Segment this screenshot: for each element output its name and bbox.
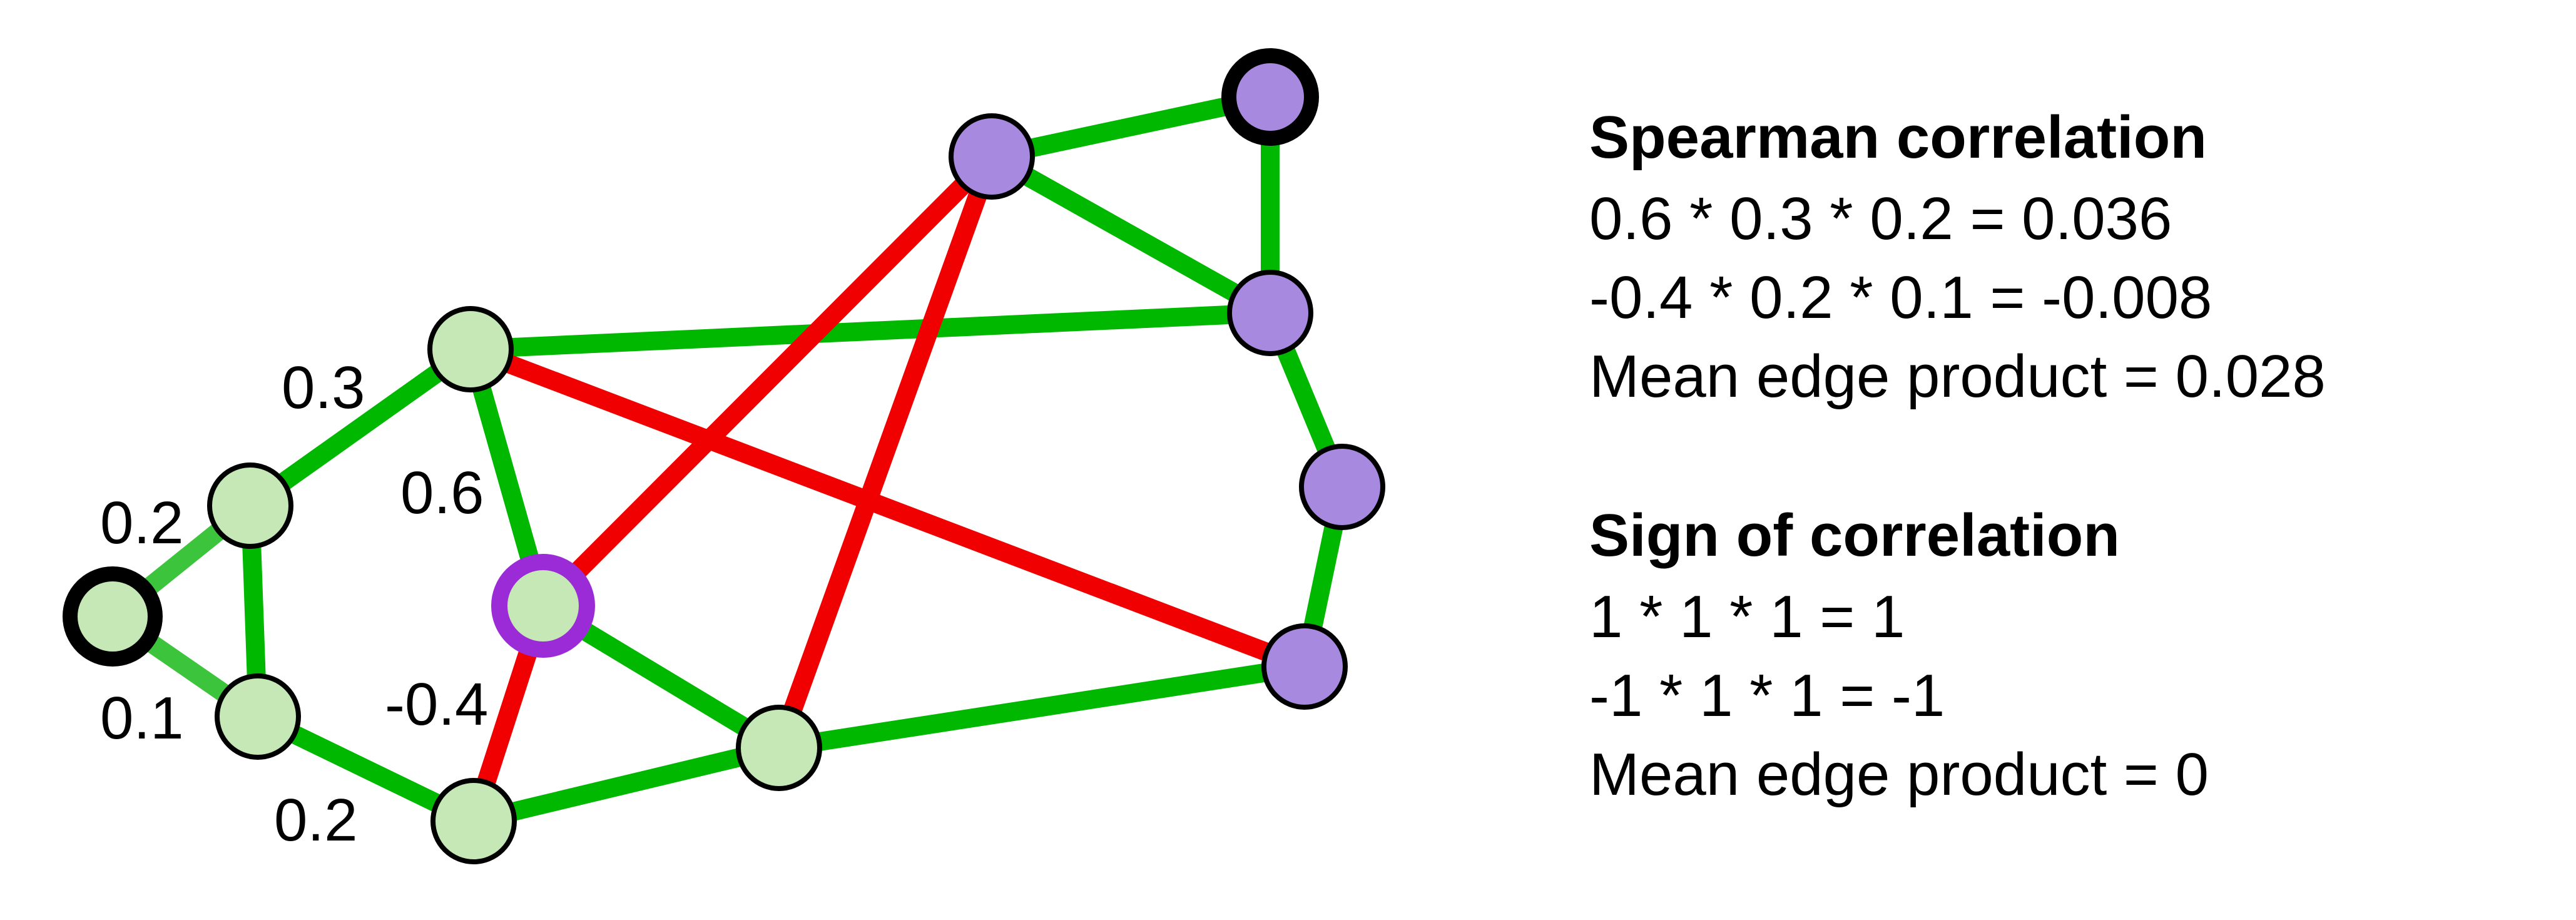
endpoint-node-green	[63, 566, 163, 667]
spearman-title: Spearman correlation	[1589, 104, 2207, 171]
spearman-line: -0.4 * 0.2 * 0.1 = -0.008	[1589, 264, 2212, 331]
edge-label: -0.4	[385, 671, 488, 738]
edge-label: 0.2	[274, 787, 357, 854]
source-node	[491, 554, 595, 658]
positive-edge	[777, 657, 1306, 757]
sign-mean-line: Mean edge product = 0	[1589, 741, 2209, 808]
green-node	[207, 463, 293, 549]
green-node	[736, 705, 822, 791]
spearman-line: 0.6 * 0.3 * 0.2 = 0.036	[1589, 185, 2172, 252]
sign-line: 1 * 1 * 1 = 1	[1589, 583, 1905, 650]
sign-title: Sign of correlation	[1589, 502, 2120, 569]
edge-label: 0.2	[100, 489, 183, 556]
positive-edge	[470, 304, 1271, 359]
purple-node	[949, 113, 1035, 200]
purple-node	[1261, 623, 1348, 710]
spearman-panel: Spearman correlation 0.6 * 0.3 * 0.2 = 0…	[1589, 108, 2326, 426]
endpoint-node-purple	[1221, 48, 1319, 146]
edge-label: 0.1	[100, 685, 183, 752]
green-node	[215, 673, 301, 760]
positive-edge	[245, 341, 476, 514]
negative-edge	[770, 153, 1001, 752]
positive-edge	[471, 739, 781, 831]
purple-node	[1299, 444, 1385, 530]
edge-label: 0.6	[400, 459, 484, 526]
green-node	[430, 778, 517, 864]
edge-label: 0.3	[282, 354, 365, 421]
negative-edge	[467, 340, 1308, 676]
negative-edge	[536, 150, 999, 613]
purple-node	[1227, 270, 1313, 356]
sign-panel: Sign of correlation 1 * 1 * 1 = 1 -1 * 1…	[1589, 506, 2209, 824]
spearman-mean-line: Mean edge product = 0.028	[1589, 343, 2326, 410]
network-diagram: 0.3 0.2 0.6 -0.4 0.1 0.2	[63, 48, 1385, 864]
sign-line: -1 * 1 * 1 = -1	[1589, 662, 1945, 729]
positive-edge	[987, 148, 1275, 322]
green-node	[427, 306, 514, 392]
